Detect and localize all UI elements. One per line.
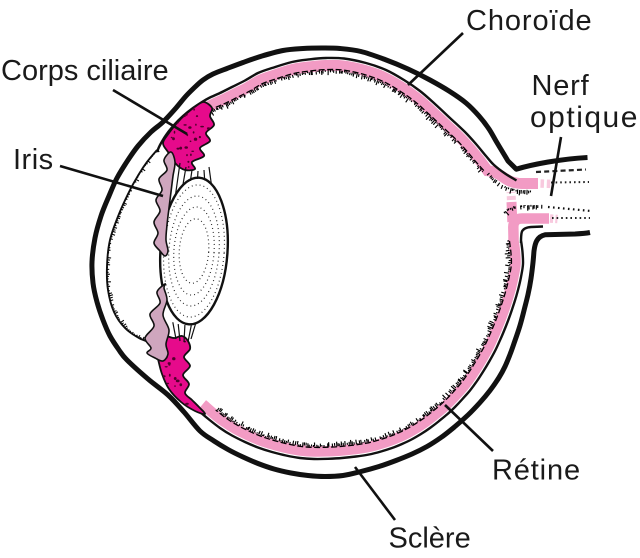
svg-text:Sclère: Sclère (389, 523, 471, 555)
svg-text:Nerf: Nerf (532, 70, 590, 102)
svg-text:optique: optique (530, 101, 639, 134)
svg-text:Corps ciliaire: Corps ciliaire (1, 55, 169, 87)
svg-text:Rétine: Rétine (492, 455, 581, 487)
svg-text:Choroïde: Choroïde (466, 5, 593, 37)
svg-text:Iris: Iris (13, 144, 54, 176)
